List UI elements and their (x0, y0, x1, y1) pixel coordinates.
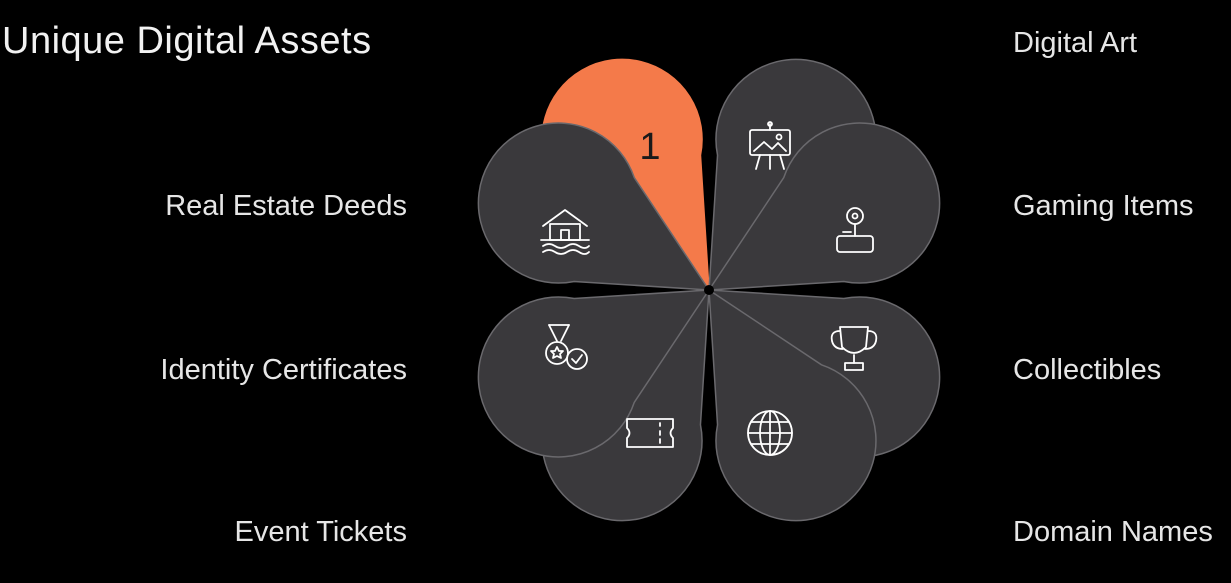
label-digital-art: Digital Art (1013, 27, 1138, 59)
label-event-tickets: Event Tickets (234, 516, 407, 548)
trophy-icon (830, 326, 878, 371)
easel-painting-icon (749, 121, 791, 170)
house-on-water-icon (540, 209, 590, 255)
page-title: Unique Digital Assets (2, 20, 372, 62)
label-gaming-items: Gaming Items (1013, 190, 1194, 222)
highlight-number: 1 (639, 126, 660, 168)
label-domain-names: Domain Names (1013, 516, 1213, 548)
label-collectibles: Collectibles (1013, 354, 1162, 386)
ticket-icon (626, 418, 674, 448)
label-real-estate-deeds: Real Estate Deeds (165, 190, 407, 222)
globe-icon (747, 410, 793, 456)
joystick-icon (836, 207, 874, 253)
center-hub (704, 285, 714, 295)
label-identity-certificates: Identity Certificates (160, 354, 407, 386)
medal-check-icon (545, 324, 588, 370)
